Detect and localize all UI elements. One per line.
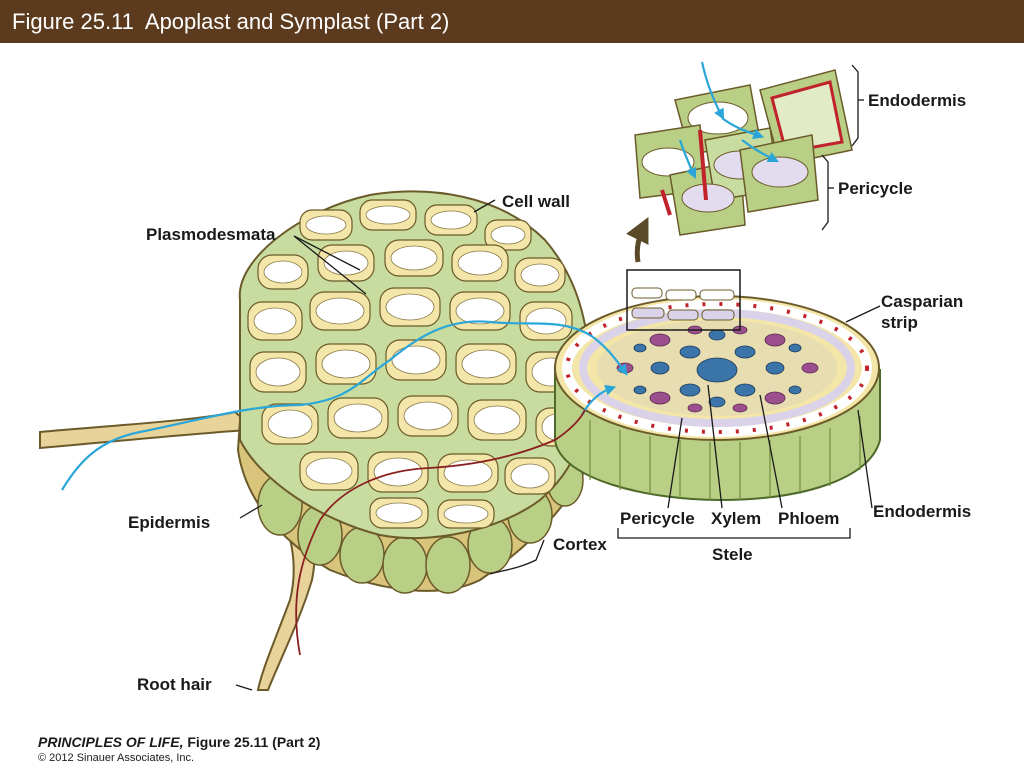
inset-cells (634, 69, 853, 236)
label-stele: Stele (712, 545, 753, 564)
magnify-box (626, 269, 741, 331)
label-endodermis-inset: Endodermis (868, 91, 966, 110)
label-cell-wall: Cell wall (502, 192, 570, 211)
apoplast-path (295, 409, 586, 656)
magnify-box-cells (631, 287, 735, 321)
label-root-hair: Root hair (137, 675, 212, 694)
label-pericycle: Pericycle (620, 509, 695, 528)
label-cortex: Cortex (553, 535, 607, 554)
label-casparian-strip: Casparian (881, 292, 963, 311)
phloem-cells (616, 325, 819, 413)
cortex-cells (247, 199, 579, 529)
magnify-arrow (626, 217, 649, 263)
footer-figure-ref: Figure 25.11 (Part 2) (183, 734, 321, 750)
casparian-strip-ring (565, 302, 869, 434)
footer-citation: PRINCIPLES OF LIFE, Figure 25.11 (Part 2… (38, 734, 320, 750)
label-pericycle-inset: Pericycle (838, 179, 913, 198)
label-casparian-strip-line2: strip (881, 313, 918, 332)
label-xylem: Xylem (711, 509, 761, 528)
xylem-vessels (633, 329, 802, 408)
title-bar: Figure 25.11 Apoplast and Symplast (Part… (0, 0, 1024, 43)
label-plasmodesmata: Plasmodesmata (146, 225, 276, 244)
root-diagram: Endodermis Pericycle Cell wall Plasmodes… (39, 61, 971, 694)
label-epidermis: Epidermis (128, 513, 210, 532)
label-phloem: Phloem (778, 509, 839, 528)
footer-copyright: © 2012 Sinauer Associates, Inc. (38, 752, 195, 764)
root-hair (39, 410, 316, 691)
page-title: Figure 25.11 Apoplast and Symplast (Part… (12, 9, 450, 34)
footer-book-title: PRINCIPLES OF LIFE, (38, 734, 184, 750)
leader-lines (235, 64, 881, 691)
label-endodermis: Endodermis (873, 502, 971, 521)
stele-side-ridges (589, 416, 861, 500)
